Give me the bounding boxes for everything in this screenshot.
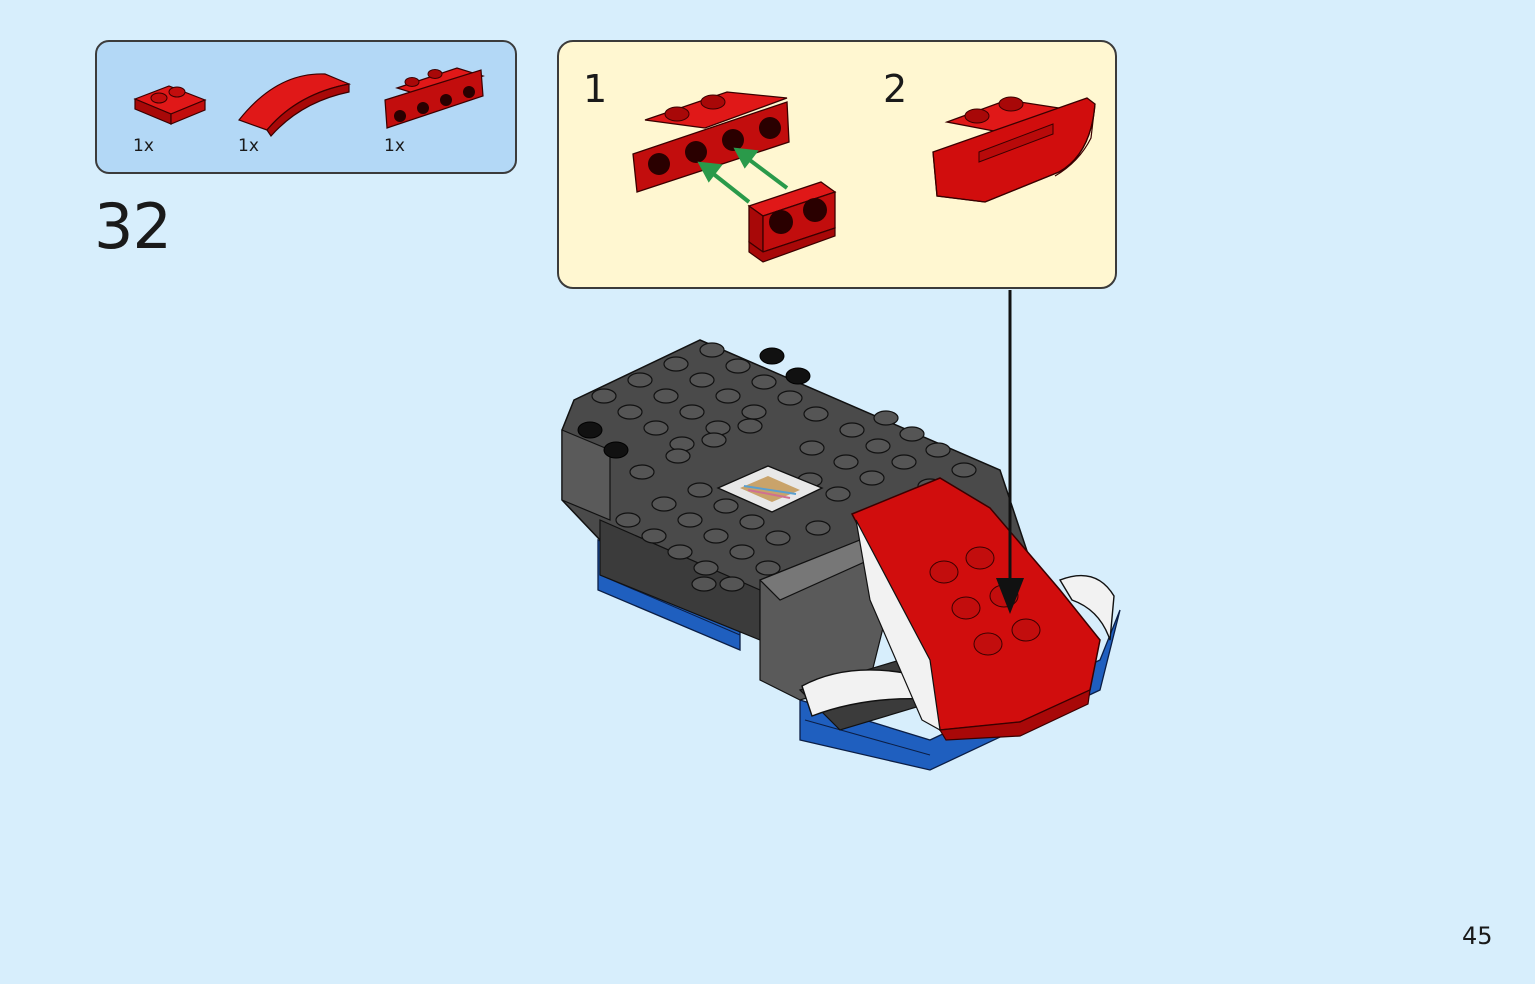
part-qty-2: 1x xyxy=(238,136,259,156)
dark-gray-studs xyxy=(591,342,977,592)
parts-list-illustrations xyxy=(133,67,485,137)
dark-gray-body xyxy=(561,339,1031,731)
red-bracket-plate-icon xyxy=(384,67,485,129)
step-number: 32 xyxy=(94,190,172,263)
sub-assembly-box: 1 2 xyxy=(557,40,1117,289)
part-qty-1: 1x xyxy=(133,136,154,156)
white-curved-pieces xyxy=(801,574,1115,717)
sub-step-1-plate xyxy=(747,181,837,263)
parts-list-box: 1x 1x 1x xyxy=(95,40,517,174)
red-plate-1x2-icon xyxy=(133,85,207,125)
sub-step-1-bracket-plate xyxy=(632,91,790,193)
blue-base xyxy=(597,539,1121,771)
black-studs xyxy=(577,347,811,459)
red-curved-slope-icon xyxy=(238,73,352,137)
sub-step-number-1: 1 xyxy=(583,67,608,111)
red-assembly-placed xyxy=(850,477,1101,741)
sub-assembly-illustrations xyxy=(632,91,1096,263)
part-qty-3: 1x xyxy=(384,136,405,156)
placement-arrow-icon xyxy=(996,290,1024,614)
sub-step-2-assembly xyxy=(932,96,1096,203)
sub-step-number-2: 2 xyxy=(883,67,908,111)
page-number: 45 xyxy=(1462,922,1493,950)
green-arrow-icon xyxy=(697,147,789,204)
printed-tile xyxy=(716,465,824,513)
